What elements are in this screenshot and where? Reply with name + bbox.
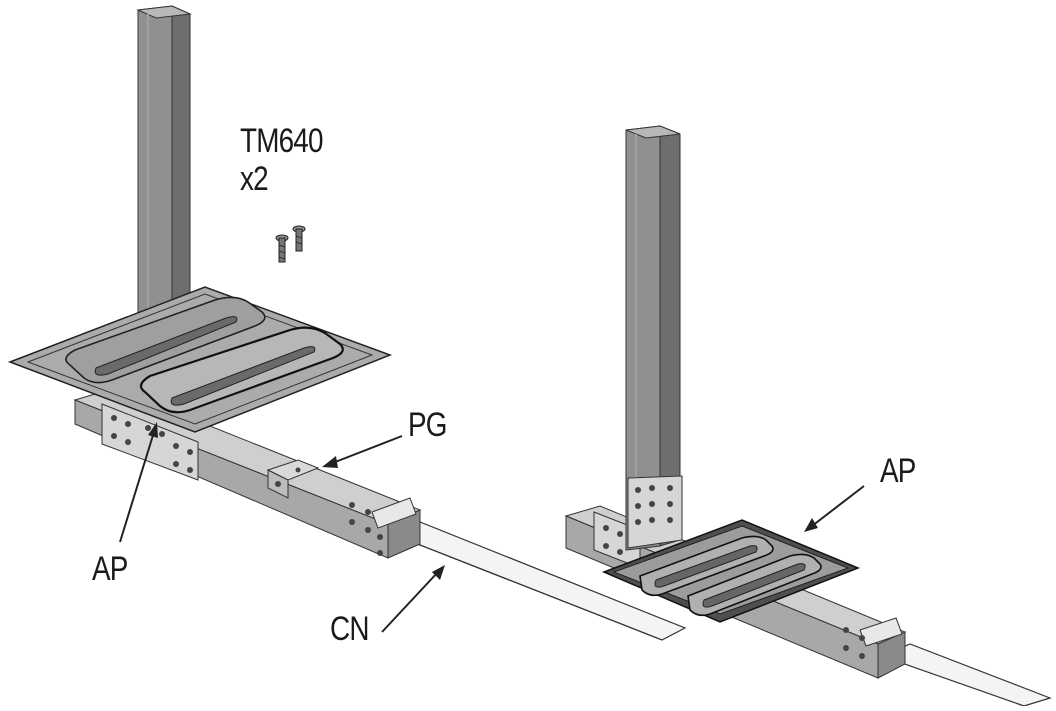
pg-clip xyxy=(266,459,320,499)
screw-icon xyxy=(292,225,306,252)
label-tm640: TM640 xyxy=(240,122,323,160)
post-right xyxy=(625,125,683,551)
leader-arrows xyxy=(119,422,865,633)
anti-vibration-pad-right xyxy=(601,519,861,623)
label-cn: CN xyxy=(330,610,369,648)
right-assembly xyxy=(564,125,1052,707)
label-quantity: x2 xyxy=(240,160,269,198)
label-ap-right: AP xyxy=(880,452,916,490)
conduit-rod-right xyxy=(880,643,1052,707)
anti-vibration-pad-left xyxy=(7,286,393,433)
post-left xyxy=(136,5,192,331)
screw-icon xyxy=(275,234,289,263)
label-ap-left: AP xyxy=(92,550,128,588)
label-pg: PG xyxy=(408,406,447,444)
